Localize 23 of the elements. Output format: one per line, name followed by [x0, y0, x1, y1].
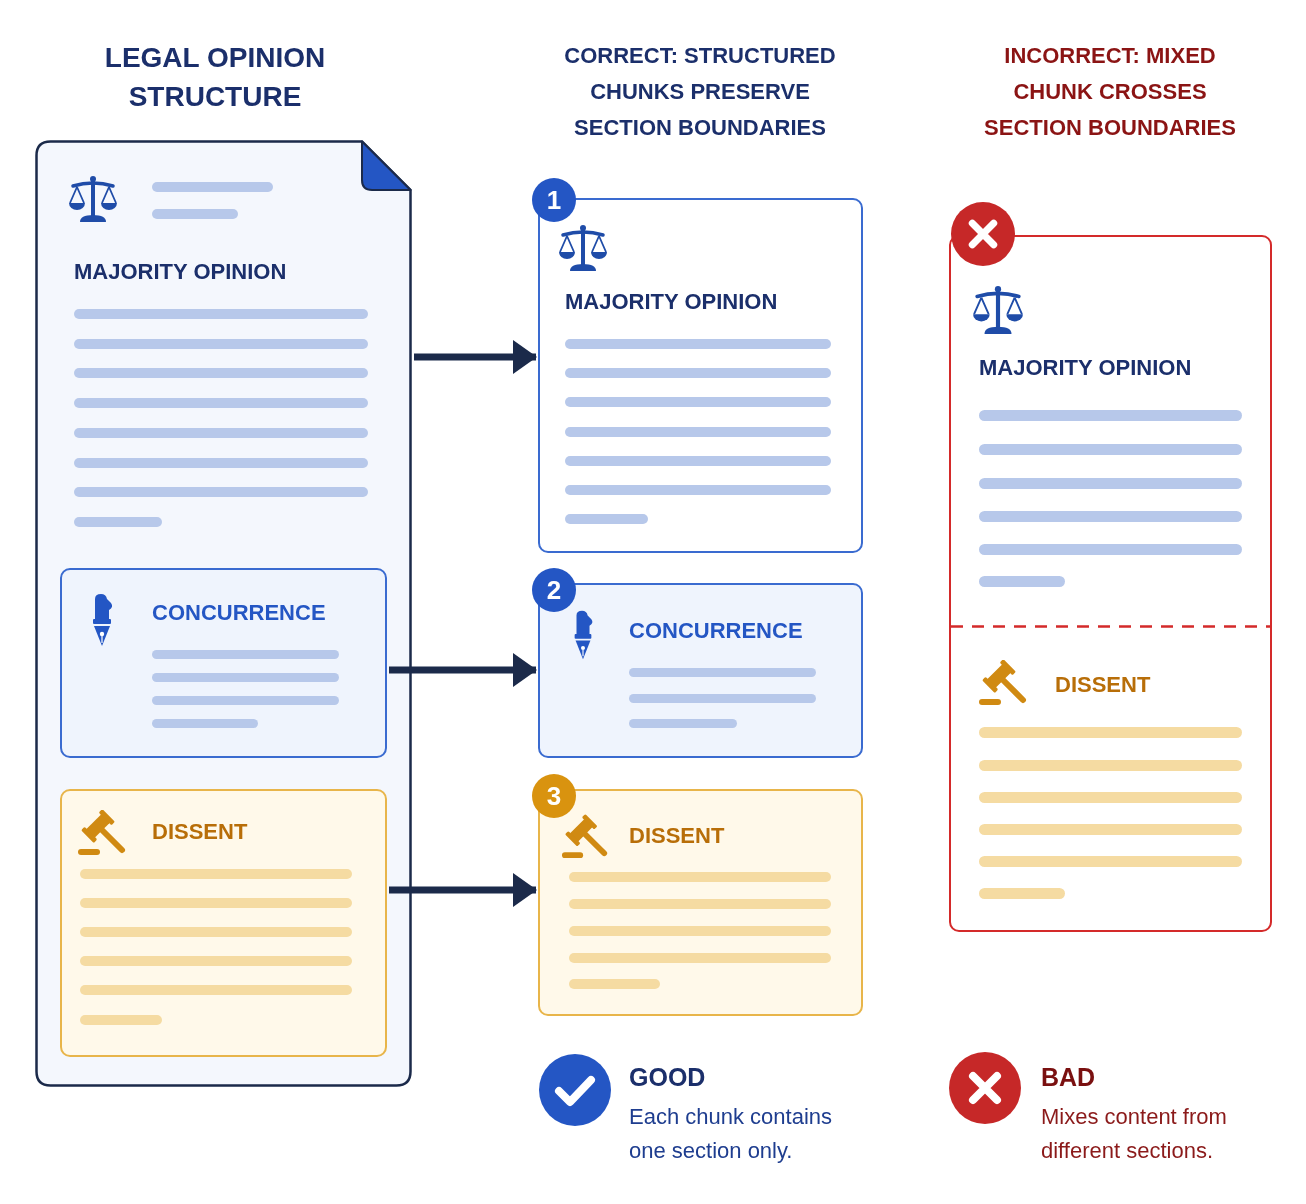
section-heading: CONCURRENCE — [629, 617, 803, 645]
column-heading: LEGAL OPINION STRUCTURE — [103, 41, 327, 114]
section-heading: DISSENT — [152, 818, 248, 846]
section-heading: DISSENT — [629, 822, 725, 850]
section-heading: DISSENT — [1055, 671, 1151, 699]
column-heading: CORRECT: STRUCTURED CHUNKS PRESERVE SECTION BOUNDARIES — [563, 42, 837, 142]
section-heading: MAJORITY OPINION — [979, 354, 1192, 382]
section-heading: MAJORITY OPINION — [565, 288, 778, 316]
verdict-note: Each chunk contains one section only. — [629, 1103, 834, 1165]
section-box — [60, 789, 387, 1057]
arrow — [389, 653, 537, 687]
arrow — [389, 873, 537, 907]
step-number: 3 — [532, 774, 576, 818]
section-heading: MAJORITY OPINION — [74, 258, 287, 286]
verdict-note: Mixes content from different sections. — [1041, 1103, 1228, 1165]
step-number: 2 — [532, 568, 576, 612]
step-number: 1 — [532, 178, 576, 222]
document-page — [35, 140, 412, 1087]
verdict-title: BAD — [1041, 1062, 1097, 1092]
section-box — [60, 568, 387, 758]
verdict-title: GOOD — [629, 1062, 707, 1092]
section-heading: CONCURRENCE — [152, 599, 326, 627]
column-heading: INCORRECT: MIXED CHUNK CROSSES SECTION BOUNDARIES — [983, 42, 1237, 142]
